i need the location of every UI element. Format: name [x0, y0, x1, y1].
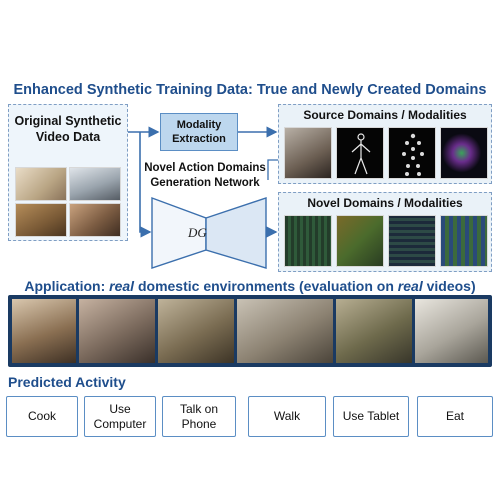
- arrow-source-feedback: [267, 159, 278, 180]
- connector-arrows: [128, 126, 278, 269]
- source-flow-thumb: [440, 127, 488, 179]
- app-title-real-2: real: [397, 278, 423, 294]
- source-rgb-thumb: [284, 127, 332, 179]
- source-domains-panel: Source Domains / Modalities: [278, 104, 492, 184]
- activity-cook: Cook: [6, 396, 78, 437]
- novel-thumb-4: [440, 215, 488, 267]
- app-title-mid: domestic environments (evaluation on: [134, 278, 398, 294]
- app-title-suffix: videos): [422, 278, 476, 294]
- predicted-activity-title: Predicted Activity: [8, 374, 126, 390]
- real-frame-walk: [237, 299, 333, 363]
- real-frame-eat: [415, 299, 488, 363]
- real-frame-phone: [158, 299, 234, 363]
- real-frame-computer: [79, 299, 155, 363]
- synthetic-thumb-3: [15, 203, 67, 237]
- novel-thumb-3: [388, 215, 436, 267]
- source-joints-thumb: [388, 127, 436, 179]
- real-frame-cook: [12, 299, 76, 363]
- novel-thumb-2: [336, 215, 384, 267]
- modality-extraction-box: Modality Extraction: [160, 113, 238, 151]
- synthetic-thumb-2: [69, 167, 121, 201]
- source-domains-title: Source Domains / Modalities: [303, 108, 467, 122]
- novel-thumb-1: [284, 215, 332, 267]
- novel-domains-panel: Novel Domains / Modalities: [278, 192, 492, 272]
- generator-network-shape-right: [205, 197, 267, 269]
- real-frame-tablet: [336, 299, 412, 363]
- novel-domains-title: Novel Domains / Modalities: [307, 196, 463, 210]
- original-synthetic-label: Original Synthetic Video Data: [14, 114, 122, 144]
- arrow-to-generator: [139, 132, 152, 238]
- real-video-strip: [8, 295, 492, 367]
- application-title: Application: real domestic environments …: [0, 278, 500, 294]
- novel-generation-network-label: Novel Action Domains Generation Network: [144, 162, 266, 189]
- figure-title: Enhanced Synthetic Training Data: True a…: [13, 82, 487, 98]
- source-skeleton-thumb: [336, 127, 384, 179]
- synthetic-thumb-4: [69, 203, 121, 237]
- activity-use-computer: Use Computer: [84, 396, 156, 437]
- synthetic-thumb-1: [15, 167, 67, 201]
- activity-use-tablet: Use Tablet: [333, 396, 409, 437]
- dg-label: DG: [188, 225, 207, 240]
- app-title-prefix: Application:: [24, 278, 110, 294]
- activity-walk: Walk: [248, 396, 326, 437]
- activity-eat: Eat: [417, 396, 493, 437]
- app-title-real-1: real: [109, 278, 135, 294]
- original-synthetic-video-box: Original Synthetic Video Data: [8, 104, 128, 241]
- activity-talk-on-phone: Talk on Phone: [162, 396, 236, 437]
